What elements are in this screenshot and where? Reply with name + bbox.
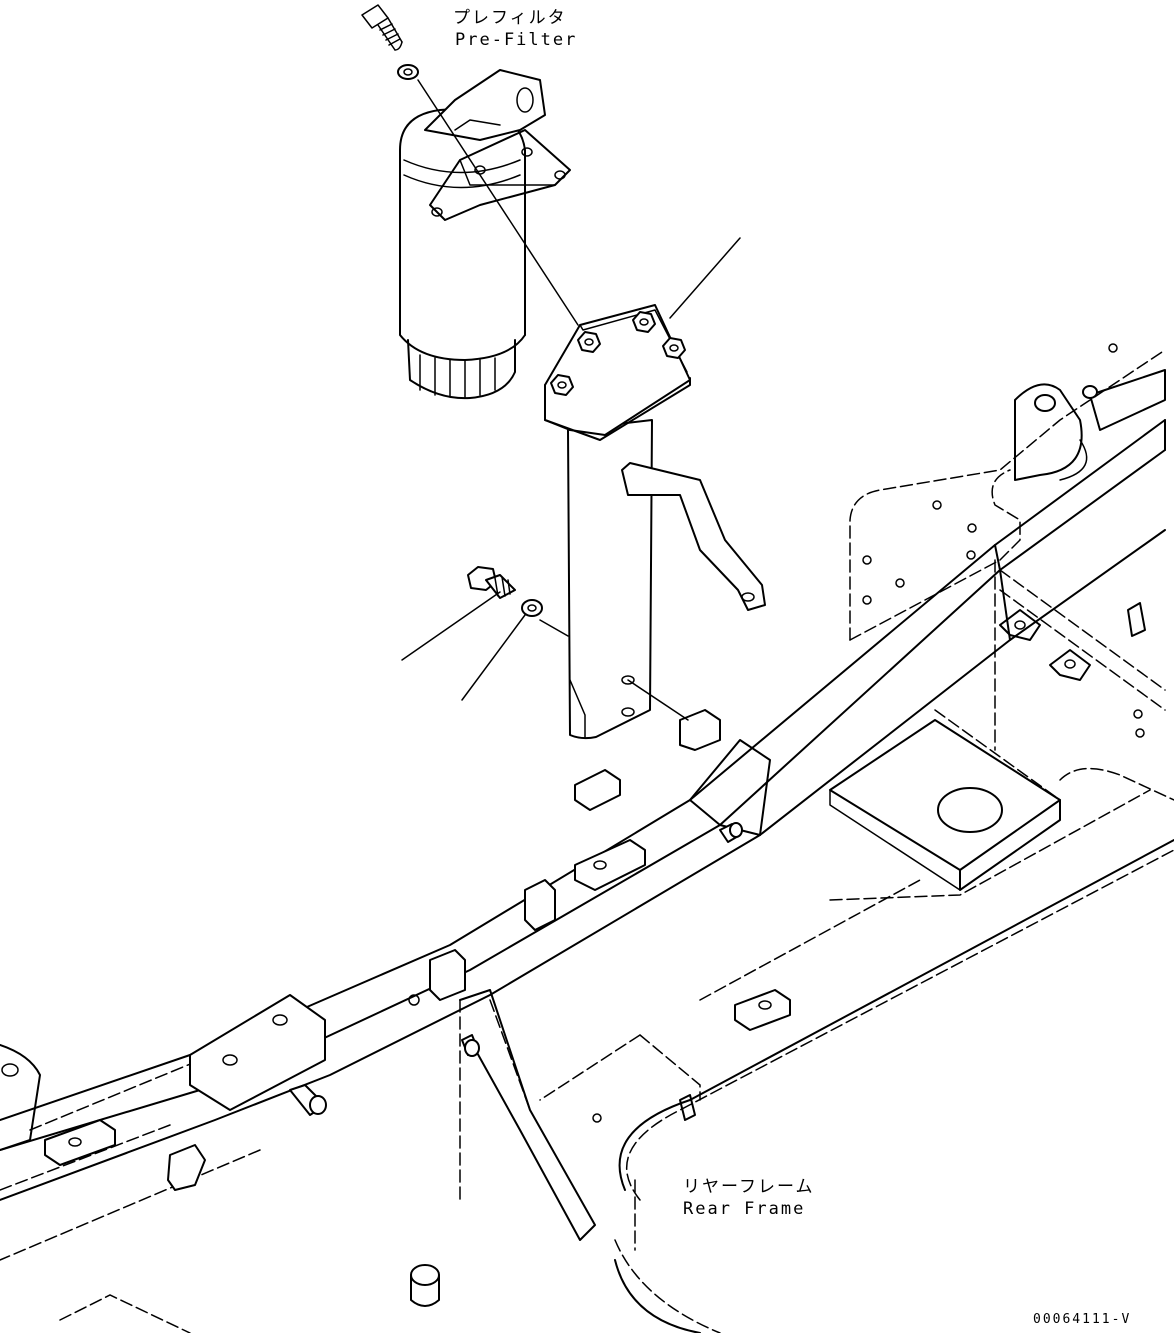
- drawing-code: 00064111-V: [1033, 1312, 1132, 1327]
- pre-filter-label-jp: プレフィルタ: [453, 8, 567, 28]
- rear-frame-label-jp: リヤーフレーム: [683, 1177, 815, 1197]
- frame-holes: [408, 343, 1145, 1123]
- leader-lines: [539, 237, 741, 637]
- rear-frame-hidden-lines: [0, 349, 1174, 1334]
- frame-pads: [44, 385, 1146, 1307]
- bracket-nuts: [550, 311, 686, 396]
- filter-bracket: [544, 304, 766, 740]
- pre-filter-label-en: Pre-Filter: [455, 30, 578, 50]
- mounting-bolt-washer: [401, 566, 543, 701]
- rear-frame-label-en: Rear Frame: [683, 1199, 806, 1219]
- pre-filter: [361, 4, 579, 400]
